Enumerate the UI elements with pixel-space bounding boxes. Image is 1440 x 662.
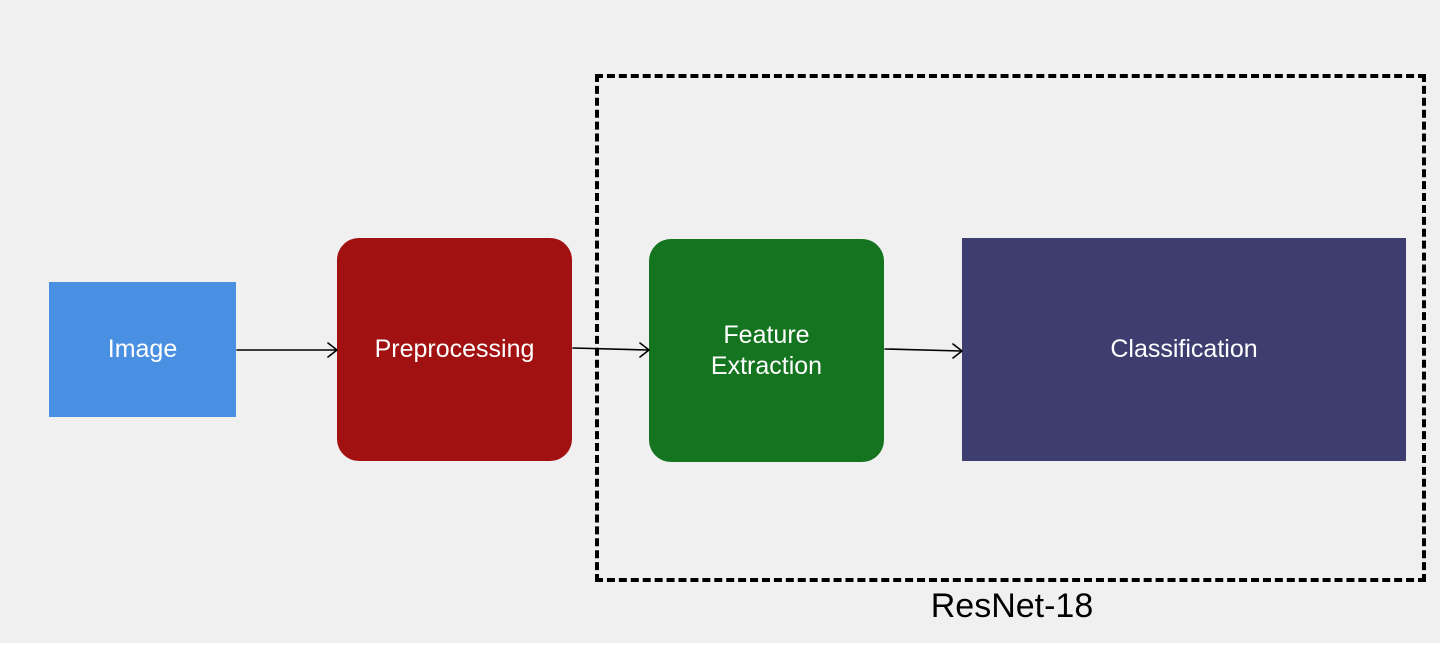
feature-extraction-label-line2: Extraction [710, 351, 823, 380]
image-node: Image [49, 282, 236, 417]
resnet-group-boundary [595, 74, 1426, 582]
preprocessing-node-label: Preprocessing [374, 335, 535, 363]
preprocessing-node: Preprocessing [337, 238, 572, 461]
feature-extraction-label-line1: Feature [723, 320, 810, 349]
feature-extraction-node: Feature Extraction [649, 239, 884, 462]
classification-node-label: Classification [1110, 335, 1258, 363]
image-node-label: Image [107, 335, 178, 363]
resnet-group-label: ResNet-18 [930, 587, 1094, 625]
diagram-canvas: Image Preprocessing Feature Extraction C… [0, 0, 1440, 643]
edge-image-to-preprocessing [236, 342, 338, 358]
classification-node: Classification [962, 238, 1406, 461]
